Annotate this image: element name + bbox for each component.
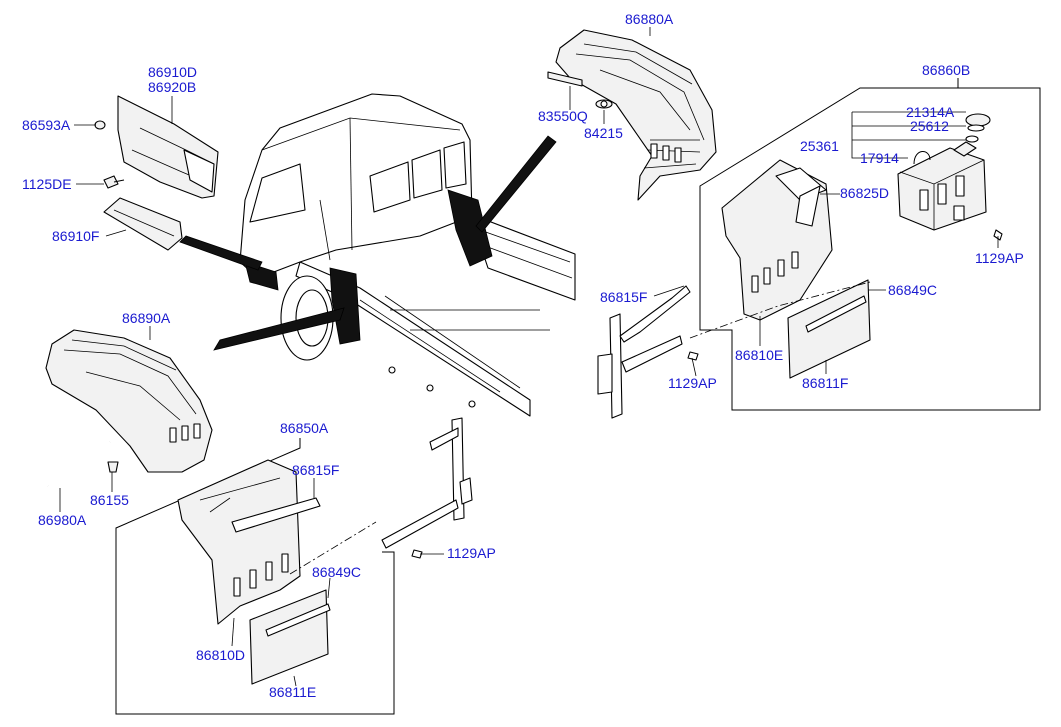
- label-86849c-left: 86849C: [312, 564, 361, 580]
- label-86811f: 86811F: [802, 375, 848, 391]
- label-86593a: 86593A: [22, 117, 71, 133]
- screw-1125de: [103, 175, 125, 189]
- label-86810e: 86810E: [735, 347, 783, 363]
- label-86815f-right: 86815F: [600, 289, 647, 305]
- fender-86880a: [555, 29, 717, 201]
- label-86825d: 86825D: [840, 185, 889, 201]
- label-83550q: 83550Q: [538, 108, 588, 124]
- label-86811e: 86811E: [269, 684, 316, 700]
- label-21314a: 21314A: [906, 104, 955, 120]
- assembly-box-86850a: [115, 438, 395, 715]
- truck-illustration: [179, 93, 576, 417]
- mudguard-86810d: [177, 459, 321, 625]
- label-25361: 25361: [800, 138, 839, 154]
- label-86980a: 86980A: [38, 512, 87, 528]
- label-1125de: 1125DE: [22, 176, 72, 192]
- washer-tank: [897, 113, 1003, 241]
- leader-lines: [59, 27, 999, 687]
- assembly-box-86860b: [699, 78, 1041, 411]
- label-86849c-right: 86849C: [888, 282, 937, 298]
- mudflap-86811e: [249, 589, 331, 685]
- label-86860b: 86860B: [922, 62, 970, 78]
- label-1129ap-mid: 1129AP: [668, 375, 717, 391]
- fender-86890a: [45, 329, 213, 473]
- label-86815f-left: 86815F: [292, 462, 339, 478]
- label-86880a: 86880A: [625, 11, 674, 27]
- label-86890a: 86890A: [122, 310, 171, 326]
- label-1129ap-right: 1129AP: [975, 250, 1024, 266]
- mudguard-86810e: [721, 159, 833, 321]
- label-86910d: 86910D: [148, 64, 197, 80]
- clip-86155: [107, 461, 119, 473]
- cover-86910f: [103, 197, 183, 251]
- panel-86910d: [117, 95, 219, 199]
- label-84215: 84215: [584, 125, 623, 141]
- mudflap-86811f: [787, 279, 871, 379]
- stay-bracket-left: [381, 417, 473, 559]
- label-17914: 17914: [860, 150, 899, 166]
- label-25612: 25612: [910, 118, 949, 134]
- label-86850a: 86850A: [280, 420, 329, 436]
- part-number-labels: 86880A 86860B 83550Q 84215 21314A 25612 …: [22, 11, 1024, 700]
- centerline-left: [289, 521, 377, 575]
- plug-84215: [595, 99, 613, 109]
- label-86155: 86155: [90, 492, 129, 508]
- clip-86593a: [94, 120, 106, 130]
- label-86920b: 86920B: [148, 79, 196, 95]
- hose-86980a: [44, 440, 111, 487]
- label-86810d: 86810D: [196, 647, 245, 663]
- label-86910f: 86910F: [52, 228, 99, 244]
- bracket-83550q: [547, 71, 583, 87]
- stay-bracket-right: [597, 285, 699, 419]
- label-1129ap-left: 1129AP: [447, 545, 496, 561]
